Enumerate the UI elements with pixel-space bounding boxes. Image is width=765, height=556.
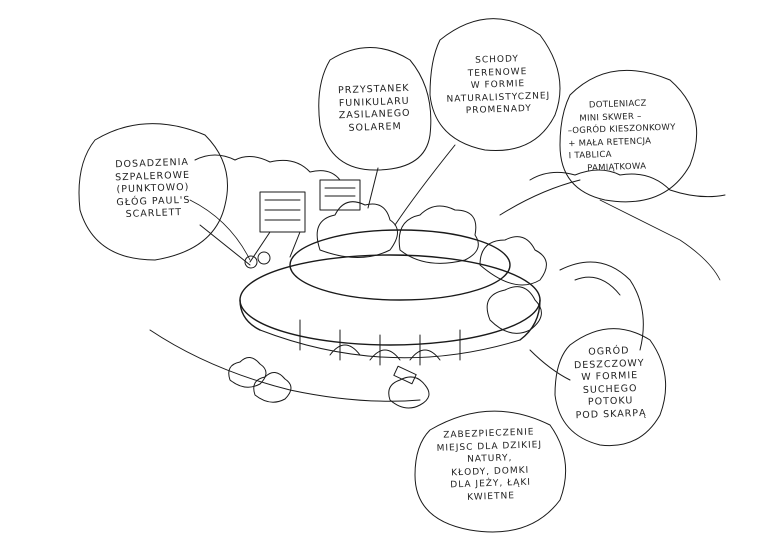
bubble-dotleniacz bbox=[559, 69, 698, 203]
hill-outline bbox=[189, 199, 721, 281]
leader-przystanek bbox=[367, 167, 379, 209]
roundabout-building bbox=[239, 229, 541, 366]
annotation-szpaler: Dosadzenia szpalerowe (punktowo) głóg Pa… bbox=[87, 156, 219, 223]
leader-szpaler bbox=[199, 224, 251, 266]
annotation-natura: Zabezpieczenie miejsc dla dzikiej natury… bbox=[424, 426, 557, 505]
hill-outline bbox=[194, 154, 726, 198]
annotation-ogrod: Ogród deszczowy w formie suchego potoku … bbox=[559, 344, 662, 422]
bubble-schody bbox=[429, 18, 561, 152]
roads bbox=[149, 261, 644, 402]
trees bbox=[228, 201, 547, 409]
bubble-ogrod bbox=[554, 328, 667, 447]
callout-bubbles bbox=[78, 18, 698, 533]
bubble-przystanek bbox=[318, 47, 432, 171]
annotation-przystanek: Przystanek funikularu zasilanego solarem bbox=[321, 82, 428, 136]
annotation-schody: Schody terenowe w formie naturalistyczne… bbox=[437, 52, 559, 119]
bubble-natura bbox=[414, 410, 567, 533]
leader-ogrod bbox=[529, 349, 571, 381]
leader-schody bbox=[394, 144, 456, 226]
car bbox=[393, 365, 417, 385]
leader-dotleniacz bbox=[499, 179, 581, 216]
bubble-szpaler bbox=[78, 123, 228, 261]
annotation-dotleniacz: Dotleniacz mini skwer – –ogród kieszonko… bbox=[567, 96, 700, 175]
buildings-left bbox=[249, 179, 361, 263]
